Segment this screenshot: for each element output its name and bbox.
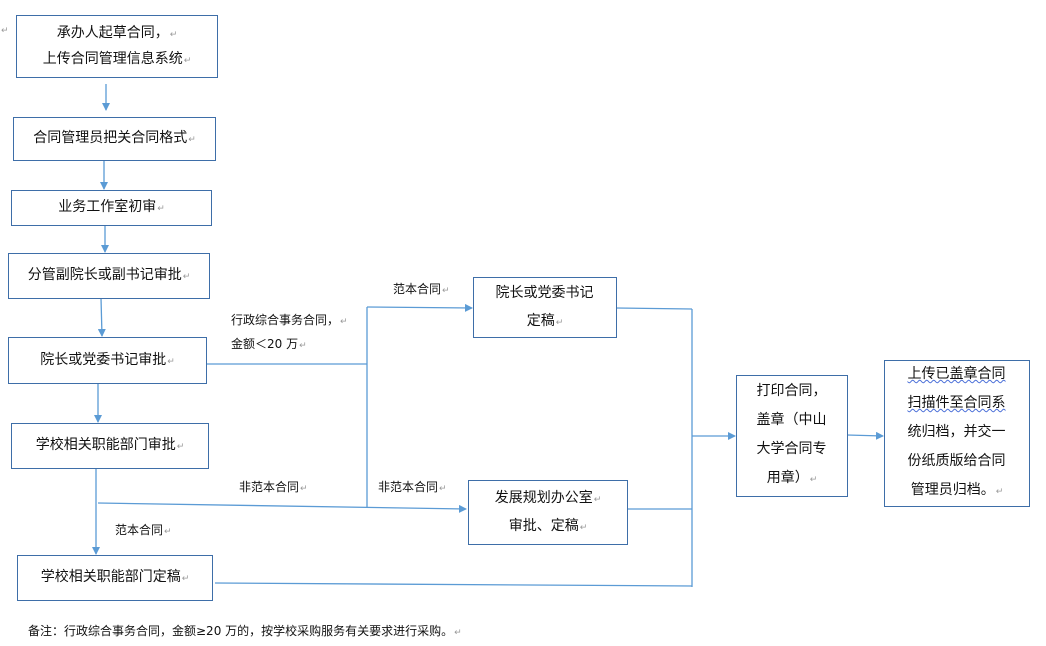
node-text: 定稿 [527,308,564,336]
node-text: 合同管理员把关合同格式 [33,125,196,153]
edge-label-template-top: 范本合同 [393,280,450,297]
node-planning-office: 发展规划办公室 审批、定稿 [468,480,628,545]
node-dean-approval: 院长或党委书记审批 [8,337,207,384]
node-text: 分管副院长或副书记审批 [28,262,191,290]
node-vice-dean-approval: 分管副院长或副书记审批 [8,253,210,299]
footnote: 备注：行政综合事务合同，金额≥20 万的，按学校采购服务有关要求进行采购。 [28,622,462,639]
node-text: 发展规划办公室 [495,485,602,513]
node-text: 审批、定稿 [509,513,588,541]
arrow-to-planning-office [97,502,467,513]
arrow-vice-to-dean [97,297,106,337]
node-text: 业务工作室初审 [58,194,165,222]
node-text: 上传合同管理信息系统 [43,47,192,73]
node-text: 管理员归档。 [911,477,1004,506]
node-draft: 承办人起草合同， 上传合同管理信息系统 [16,15,218,78]
node-text: 统归档，并交一 [907,424,1006,440]
node-text: 盖章（中山 [756,412,827,428]
node-text: 学校相关职能部门审批 [36,432,185,460]
arrow-to-upload [846,431,884,440]
edge-label-amount: 金额＜20 万 [231,335,307,352]
edge-label-non-template-right: 非范本合同 [378,478,447,495]
node-text: 学校相关职能部门定稿 [41,564,190,592]
node-text: 打印合同， [756,383,827,399]
node-text: 承办人起草合同， [57,21,178,47]
edge-label-admin-contract: 行政综合事务合同， [231,311,348,328]
paragraph-mark: ↵ [1,26,9,36]
arrow-to-dean-finalize [366,303,473,312]
node-dean-finalize: 院长或党委书记 定稿 [473,277,617,338]
node-text: 上传已盖章合同 [907,366,1006,382]
node-dept-finalize: 学校相关职能部门定稿 [17,555,213,601]
node-dept-approval: 学校相关职能部门审批 [11,423,209,469]
node-text: 大学合同专 [756,441,827,457]
node-text: 份纸质版给合同 [907,453,1006,469]
node-text: 院长或党委书记审批 [40,347,175,375]
node-text: 用章） [767,465,818,494]
node-studio-review: 业务工作室初审 [11,190,212,226]
node-text: 扫描件至合同系 [907,395,1006,411]
node-format-check: 合同管理员把关合同格式 [13,117,216,161]
edge-label-template-bottom: 范本合同 [115,521,172,538]
node-upload-archive: 上传已盖章合同 扫描件至合同系 统归档，并交一 份纸质版给合同 管理员归档。 [884,360,1030,507]
node-print-seal: 打印合同， 盖章（中山 大学合同专 用章） [736,375,848,497]
edge-label-non-template-left: 非范本合同 [239,478,308,495]
node-text: 院长或党委书记 [495,284,594,301]
